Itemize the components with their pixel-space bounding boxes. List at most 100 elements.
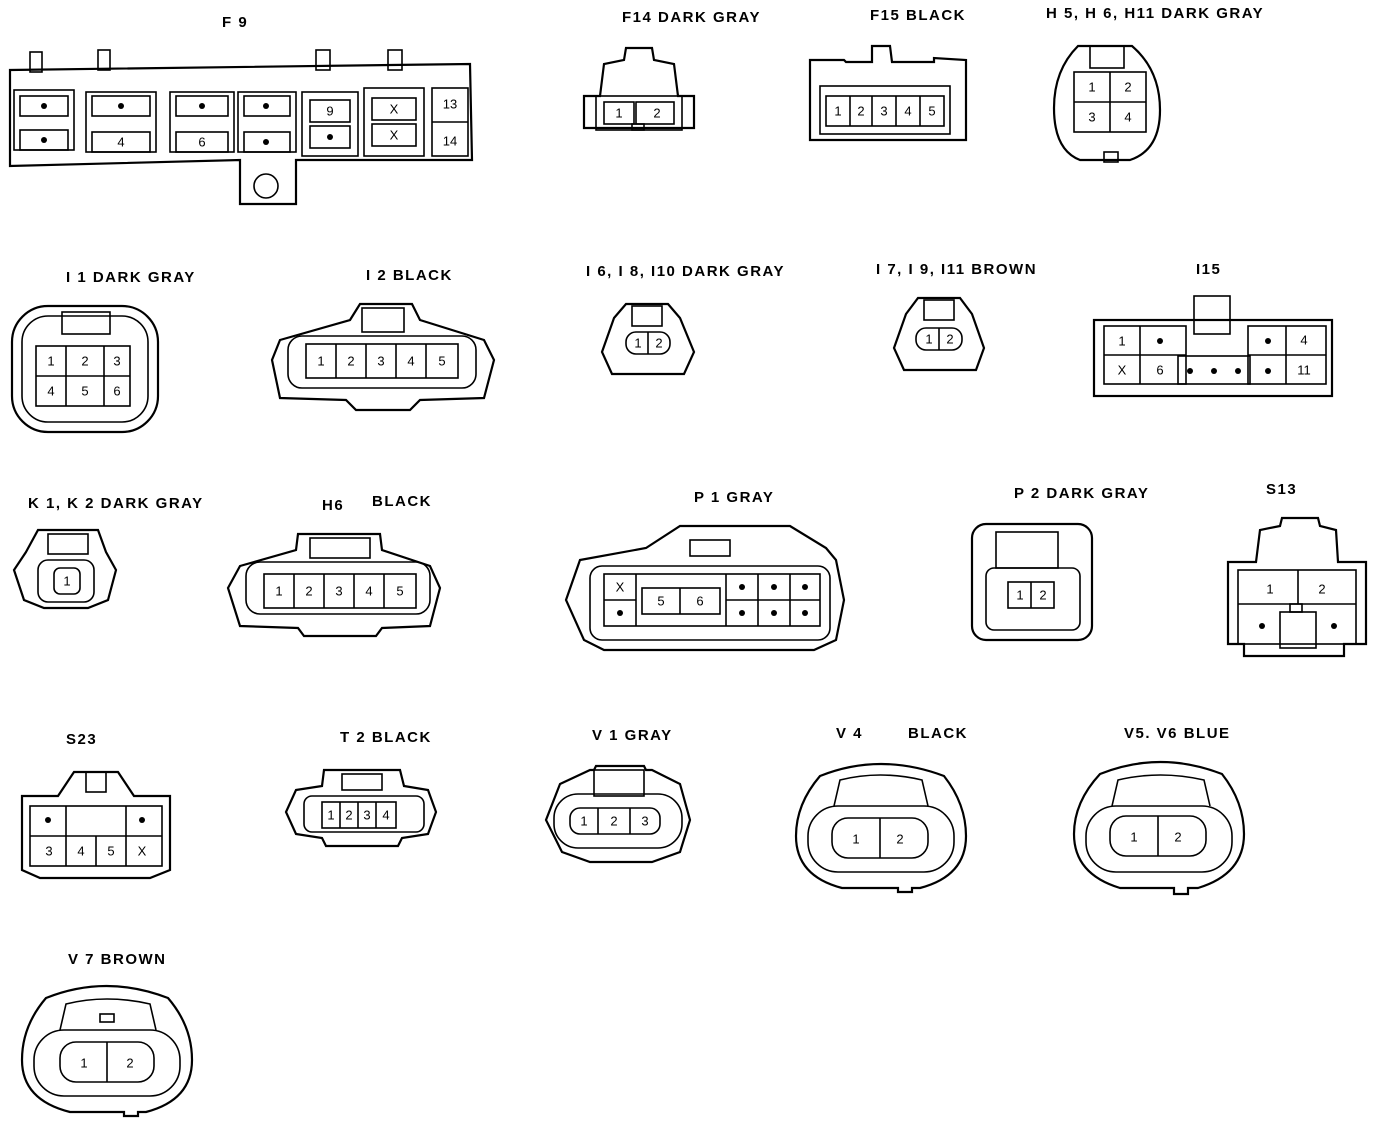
pin-s23-5: 5 — [107, 844, 114, 859]
pin-f9-14: 14 — [443, 134, 457, 149]
connector-label-h6: H6 — [322, 497, 344, 514]
pin-f9-x2: X — [390, 128, 399, 143]
connector-label-v4: V 4 — [836, 725, 863, 742]
pin-h6-2: 2 — [305, 584, 312, 599]
pin-p2-1: 1 — [1016, 588, 1023, 603]
pin-i7-2: 2 — [946, 332, 953, 347]
pin-v7-2: 2 — [126, 1056, 133, 1071]
connector-label-f14: F14 DARK GRAY — [622, 9, 761, 26]
pin-i1-2: 2 — [81, 354, 88, 369]
pin-f15-4: 4 — [904, 104, 911, 119]
pin-t2-2: 2 — [345, 808, 352, 823]
pin-f14-1: 1 — [615, 106, 622, 121]
pin-v1-2: 2 — [610, 814, 617, 829]
pin-h5-1: 1 — [1088, 80, 1095, 95]
pin-i15-x: X — [1118, 363, 1127, 378]
connector-v1: V 1 GRAY 1 2 3 — [544, 727, 692, 864]
pin-i6-2: 2 — [655, 336, 662, 351]
pin-i2-3: 3 — [377, 354, 384, 369]
pin-s23-4: 4 — [77, 844, 84, 859]
connector-i1: I 1 DARK GRAY 1 2 3 4 5 6 — [10, 269, 196, 434]
pin-v5-1: 1 — [1130, 830, 1137, 845]
pin-s13-2: 2 — [1318, 582, 1325, 597]
pin-v4-1: 1 — [852, 832, 859, 847]
pin-i1-1: 1 — [47, 354, 54, 369]
connector-p2: P 2 DARK GRAY 1 2 — [970, 485, 1149, 642]
pin-f9-6: 6 — [198, 135, 205, 150]
pin-h5-4: 4 — [1124, 110, 1131, 125]
pin-s13-1: 1 — [1266, 582, 1273, 597]
connector-v4: V 4 BLACK 1 2 — [794, 725, 968, 894]
connector-f15: F15 BLACK 1 2 3 4 5 — [808, 7, 968, 142]
connector-v7: V 7 BROWN 1 2 — [20, 951, 194, 1118]
pin-h6-5: 5 — [396, 584, 403, 599]
connector-i7: I 7, I 9, I11 BROWN 1 2 — [876, 261, 1037, 372]
pin-h6-3: 3 — [335, 584, 342, 599]
pin-t2-4: 4 — [382, 808, 389, 823]
connector-i15: I15 1 4 X 6 11 — [1092, 261, 1334, 398]
connector-color-h6: BLACK — [372, 493, 432, 510]
pin-f9-13: 13 — [443, 97, 457, 112]
connector-p1: P 1 GRAY X 5 6 — [564, 489, 846, 652]
connector-t2: T 2 BLACK 1 2 3 4 — [284, 729, 438, 848]
pin-i2-4: 4 — [407, 354, 414, 369]
pin-v7-1: 1 — [80, 1056, 87, 1071]
pin-f9-9: 9 — [326, 104, 333, 119]
pin-t2-3: 3 — [363, 808, 370, 823]
pin-f9-4: 4 — [117, 135, 124, 150]
connector-s13: S13 1 2 — [1226, 481, 1368, 658]
connector-label-t2: T 2 BLACK — [340, 729, 432, 746]
pin-i2-2: 2 — [347, 354, 354, 369]
connector-label-i7: I 7, I 9, I11 BROWN — [876, 261, 1037, 278]
connector-h5: H 5, H 6, H11 DARK GRAY 1 2 3 4 — [1046, 5, 1264, 163]
connector-label-f15: F15 BLACK — [870, 7, 966, 24]
pin-f9-x1: X — [390, 102, 399, 117]
connector-label-h5: H 5, H 6, H11 DARK GRAY — [1046, 5, 1264, 22]
pin-h5-2: 2 — [1124, 80, 1131, 95]
connector-label-s13: S13 — [1266, 481, 1297, 498]
pin-v1-3: 3 — [641, 814, 648, 829]
pin-i6-1: 1 — [634, 336, 641, 351]
pin-h6-1: 1 — [275, 584, 282, 599]
pin-v4-2: 2 — [896, 832, 903, 847]
pin-h5-3: 3 — [1088, 110, 1095, 125]
pin-h6-4: 4 — [365, 584, 372, 599]
pin-i15-1: 1 — [1118, 334, 1125, 349]
connector-label-p1: P 1 GRAY — [694, 489, 774, 506]
connector-h6: H6 BLACK 1 2 3 4 5 — [226, 493, 442, 638]
pin-f15-3: 3 — [880, 104, 887, 119]
connector-color-v4: BLACK — [908, 725, 968, 742]
pin-i1-4: 4 — [47, 384, 54, 399]
connector-i2: I 2 BLACK 1 2 3 4 5 — [270, 267, 496, 412]
pin-i7-1: 1 — [925, 332, 932, 347]
connector-label-i2: I 2 BLACK — [366, 267, 453, 284]
pin-i1-3: 3 — [113, 354, 120, 369]
pin-s23-3: 3 — [45, 844, 52, 859]
pin-p2-2: 2 — [1039, 588, 1046, 603]
pin-f14-2: 2 — [653, 106, 660, 121]
pin-i1-6: 6 — [113, 384, 120, 399]
pin-f15-5: 5 — [928, 104, 935, 119]
connector-label-p2: P 2 DARK GRAY — [1014, 485, 1149, 502]
connector-label-i1: I 1 DARK GRAY — [66, 269, 196, 286]
connector-label-i6: I 6, I 8, I10 DARK GRAY — [586, 263, 785, 280]
pin-v1-1: 1 — [580, 814, 587, 829]
connector-f14: F14 DARK GRAY 1 2 — [582, 9, 761, 131]
pin-f15-1: 1 — [834, 104, 841, 119]
connector-label-s23: S23 — [66, 731, 97, 748]
pin-v5-2: 2 — [1174, 830, 1181, 845]
connector-s23: S23 3 4 5 X — [20, 731, 172, 880]
connector-label-v7: V 7 BROWN — [68, 951, 167, 968]
connector-i6: I 6, I 8, I10 DARK GRAY 1 2 — [586, 263, 785, 376]
connector-label-f9: F 9 — [222, 14, 248, 31]
pin-t2-1: 1 — [327, 808, 334, 823]
pin-p1-6: 6 — [696, 594, 703, 609]
connector-v5: V5. V6 BLUE 1 2 — [1072, 725, 1246, 896]
pin-p1-5: 5 — [657, 594, 664, 609]
pin-i15-11: 11 — [1297, 363, 1311, 378]
pin-k1-1: 1 — [63, 574, 70, 589]
pin-i1-5: 5 — [81, 384, 88, 399]
pin-s23-x: X — [138, 844, 147, 859]
pin-f15-2: 2 — [857, 104, 864, 119]
